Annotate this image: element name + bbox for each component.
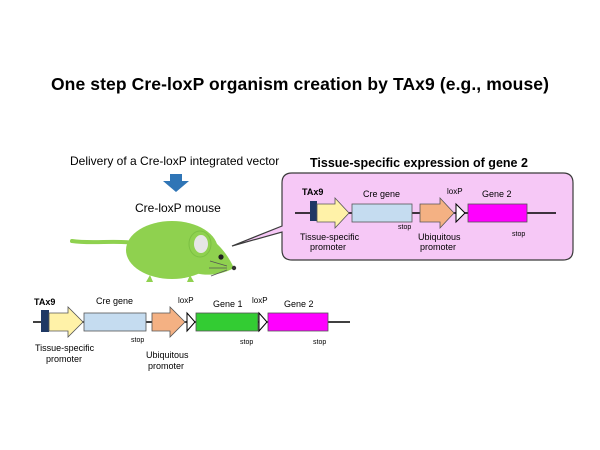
callout-gene2: [467, 203, 528, 223]
mouse-label: Cre-loxP mouse: [135, 201, 221, 215]
callout-ubiq-promoter-label-2: promoter: [420, 242, 456, 252]
callout-cre-gene-label: Cre gene: [363, 189, 400, 199]
construct-ubiq-promoter-label-1: Ubiquitous: [146, 350, 189, 360]
construct-ubiquitous-promoter: [151, 306, 186, 338]
construct-gene2-stop: stop: [313, 339, 326, 346]
down-arrow-icon: [163, 174, 189, 192]
construct-loxp-site-2: [258, 311, 268, 333]
construct-cre-gene: [83, 312, 147, 332]
callout-gene2-label: Gene 2: [482, 189, 512, 199]
callout-cre-stop: stop: [398, 224, 411, 231]
construct-cre-gene-label: Cre gene: [96, 296, 133, 306]
construct-tax9-block: [41, 310, 49, 332]
construct-gene2: [267, 312, 329, 332]
construct-tissue-promoter-label-2: promoter: [46, 354, 82, 364]
callout-ubiq-promoter-label-1: Ubiquitous: [418, 232, 461, 242]
callout-tissue-promoter-label-1: Tissue-specific: [300, 232, 360, 242]
callout-tissue-promoter-label-2: promoter: [310, 242, 346, 252]
callout-gene2-stop: stop: [512, 231, 525, 238]
callout-tax9-block: [310, 201, 317, 221]
mouse-illustration: [70, 221, 237, 282]
construct-gene1: [195, 312, 259, 332]
callout-construct: TAx9 Cre gene stop loxP Gene 2 stop Tiss…: [295, 187, 556, 252]
construct-gene2-label: Gene 2: [284, 299, 314, 309]
callout-loxp-label: loxP: [447, 187, 463, 196]
construct-cre-stop: stop: [131, 337, 144, 344]
mouse-nose: [231, 265, 237, 271]
callout-tissue-promoter: [316, 196, 350, 230]
construct-loxp-site-1: [186, 311, 196, 333]
construct-loxp-label-2: loxP: [252, 296, 268, 305]
construct-ubiq-promoter-label-2: promoter: [148, 361, 184, 371]
callout-heading: Tissue-specific expression of gene 2: [310, 156, 528, 170]
callout-tax9-label: TAx9: [302, 187, 323, 197]
mouse-feet: [146, 275, 194, 282]
construct-tax9-label: TAx9: [34, 297, 55, 307]
construct-tissue-promoter-label-1: Tissue-specific: [35, 343, 95, 353]
bottom-construct: TAx9 Cre gene stop loxP Gene 1 stop loxP…: [33, 296, 350, 371]
mouse-eye: [218, 254, 224, 260]
callout-ubiquitous-promoter: [419, 196, 455, 230]
construct-gene1-stop: stop: [240, 339, 253, 346]
mouse-whiskers: [209, 260, 228, 277]
callout-loxp-site: [455, 202, 466, 224]
delivery-label: Delivery of a Cre-loxP integrated vector: [70, 154, 279, 168]
construct-loxp-label-1: loxP: [178, 296, 194, 305]
mouse-tail: [70, 239, 137, 245]
construct-gene1-label: Gene 1: [213, 299, 243, 309]
mouse-inner-ear: [194, 235, 208, 253]
callout-cre-gene: [351, 203, 413, 223]
diagram-title: One step Cre-loxP organism creation by T…: [50, 74, 550, 94]
construct-tissue-promoter: [48, 306, 84, 338]
